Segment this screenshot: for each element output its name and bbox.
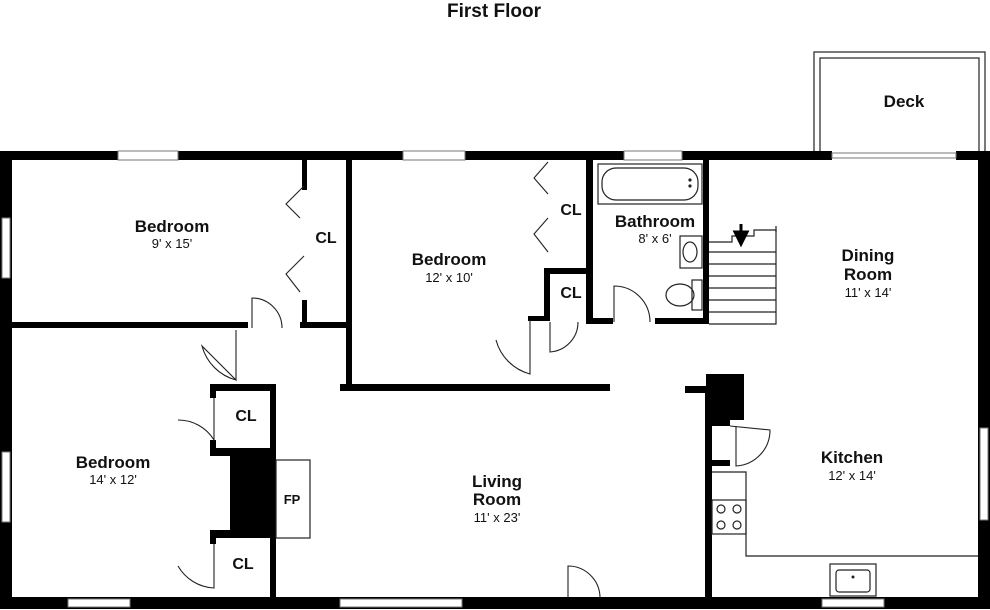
dining-name-line1: Dining [842,246,895,265]
room-living: Living Room 11' x 23' [472,472,522,525]
dining-size: 11' x 14' [845,285,892,300]
room-bedroom-1: Bedroom 9' x 15' [135,217,210,251]
living-size: 11' x 23' [474,510,521,525]
bedroom2-linen-closet-label: CL [560,285,582,302]
deck: Deck [813,51,986,157]
bedroom1-closet-doors [285,185,305,293]
bedroom3-name: Bedroom [76,453,151,472]
room-bedroom-3: Bedroom 14' x 12' [76,453,151,487]
bedroom2-closet-label: CL [560,202,582,219]
bedroom3-closet-upper-label: CL [235,408,257,425]
room-kitchen: Kitchen 12' x 14' [821,448,883,483]
bedroom3-closet-lower-label: CL [232,556,254,573]
arrow-down-icon [732,224,750,248]
bedroom2-size: 12' x 10' [425,270,473,285]
windows [1,150,989,608]
bedroom2-closet-doors [533,161,549,253]
interior-walls [12,160,744,598]
deck-label: Deck [884,92,925,111]
room-dining: Dining Room 11' x 14' [842,246,895,300]
floor-title: First Floor [447,1,542,22]
bedroom1-size: 9' x 15' [152,236,192,251]
fireplace: FP [275,459,311,539]
dining-name-line2: Room [844,265,892,284]
bedroom1-name: Bedroom [135,217,210,236]
bedroom1-closet-label: CL [315,230,337,247]
bedroom2-name: Bedroom [412,250,487,269]
swing-doors [177,285,771,598]
room-bathroom: Bathroom 8' x 6' [615,212,695,246]
kitchen-size: 12' x 14' [828,468,876,483]
kitchen-name: Kitchen [821,448,883,467]
bathroom-name: Bathroom [615,212,695,231]
bathroom-fixtures [597,163,703,311]
living-name-line1: Living [472,472,522,491]
room-bedroom-2: Bedroom 12' x 10' [412,250,487,285]
living-name-line2: Room [473,490,521,509]
bedroom3-size: 14' x 12' [89,472,137,487]
kitchen-fixtures [711,471,978,597]
stairs [709,224,777,325]
bathroom-size: 8' x 6' [638,231,671,246]
fireplace-label: FP [284,492,301,507]
